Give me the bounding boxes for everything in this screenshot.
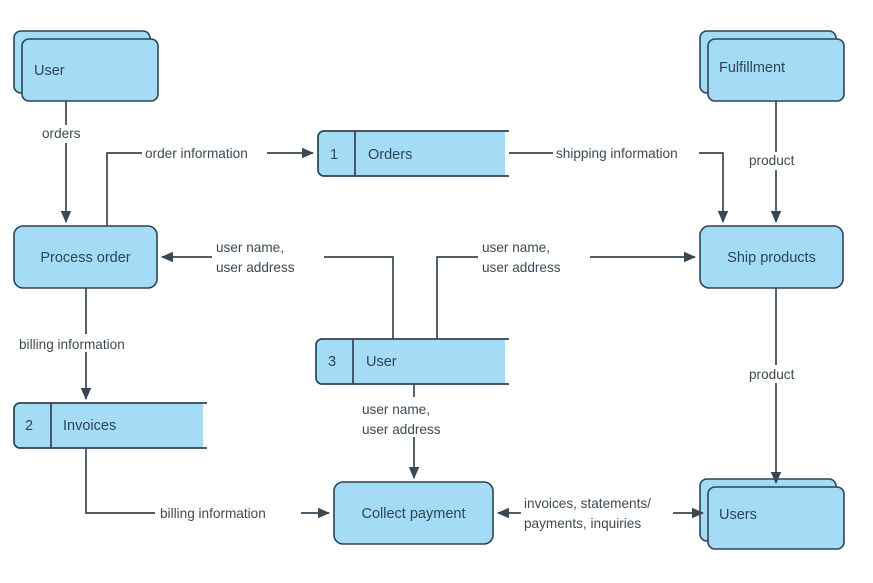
users-entity-front-plate [707, 486, 845, 550]
flow-user-info-right[interactable]: user name, user address [436, 236, 696, 339]
user-entity-label: User [34, 63, 65, 79]
flow-product-users-label-bg [740, 365, 810, 383]
flow-orders-label: orders [42, 126, 81, 141]
ship-products-box [699, 225, 844, 289]
flow-user-info-right-line [436, 251, 696, 339]
flow-shipping-information-label-bg [553, 144, 699, 162]
flow-user-info-right-label-line1: user name, [482, 240, 550, 255]
user-store-top-border [315, 338, 509, 385]
flow-order-information-line [106, 147, 314, 226]
user-store-label: User [366, 354, 397, 370]
flow-user-info-down-label-line2: user address [362, 422, 441, 437]
flow-user-info-left-label-bg [212, 236, 324, 276]
flow-user-info-left-label-line1: user name, [216, 240, 284, 255]
flow-user-info-left-label-line2: user address [216, 260, 295, 275]
flow-billing-to-store-label-bg [16, 334, 158, 352]
flow-invoices-statements[interactable]: invoices, statements/ payments, inquirie… [497, 492, 704, 532]
user-store-fill [316, 339, 505, 384]
orders-store-number: 1 [330, 147, 338, 163]
orders-store-top-border [317, 130, 509, 177]
flow-user-info-left[interactable]: user name, user address [161, 236, 394, 339]
process-ship-products[interactable]: Ship products [699, 225, 844, 289]
flow-billing-to-payment[interactable]: billing information [85, 448, 330, 522]
flow-order-information-label: order information [145, 146, 248, 161]
process-order-label: Process order [40, 250, 130, 266]
invoices-store-label: Invoices [63, 418, 116, 434]
flow-product-fulfillment-label-bg [740, 152, 810, 170]
external-entity-users[interactable]: Users [699, 478, 845, 550]
external-entity-fulfillment[interactable]: Fulfillment [699, 30, 845, 102]
flow-orders-label-bg [30, 125, 96, 143]
flow-product-users-label: product [749, 367, 795, 382]
flow-shipping-information-label: shipping information [556, 146, 678, 161]
flow-order-information[interactable]: order information [106, 144, 314, 226]
flow-product-fulfillment-label: product [749, 153, 795, 168]
users-entity-label: Users [719, 507, 757, 523]
flow-billing-to-payment-label: billing information [160, 506, 266, 521]
ship-products-label: Ship products [727, 250, 816, 266]
external-entity-user[interactable]: User [13, 30, 159, 102]
user-store-number: 3 [328, 354, 336, 370]
fulfillment-entity-label: Fulfillment [719, 60, 785, 76]
orders-store-fill [318, 131, 505, 176]
flow-shipping-information[interactable]: shipping information [509, 144, 729, 223]
collect-payment-box [333, 481, 494, 545]
flow-user-info-right-label-line2: user address [482, 260, 561, 275]
invoices-store-number: 2 [25, 418, 33, 434]
data-store-user[interactable]: 3 User [315, 338, 509, 385]
flow-invoices-statements-label-line2: payments, inquiries [524, 516, 641, 531]
flow-shipping-information-line [509, 152, 729, 223]
flow-invoices-statements-label-line1: invoices, statements/ [524, 496, 651, 511]
process-collect-payment[interactable]: Collect payment [333, 481, 494, 545]
invoices-store-top-border [13, 402, 207, 449]
flow-billing-to-payment-label-bg [155, 504, 301, 522]
data-store-invoices[interactable]: 2 Invoices [13, 402, 207, 449]
flow-billing-to-store-label: billing information [19, 337, 125, 352]
process-process-order[interactable]: Process order [13, 225, 158, 289]
flow-user-info-down-label-bg [358, 397, 470, 437]
flow-user-info-down[interactable]: user name, user address [358, 384, 470, 479]
flow-product-fulfillment[interactable]: product [740, 101, 810, 223]
flow-product-users[interactable]: product [740, 288, 810, 484]
orders-store-label: Orders [368, 147, 412, 163]
data-store-orders[interactable]: 1 Orders [317, 130, 509, 177]
flow-invoices-statements-label-bg [521, 492, 673, 532]
flow-order-information-label-bg [142, 144, 267, 162]
flow-orders[interactable]: orders [30, 101, 96, 223]
flow-billing-to-store[interactable]: billing information [16, 288, 158, 400]
invoices-store-fill [14, 403, 203, 448]
collect-payment-label: Collect payment [362, 506, 466, 522]
flow-billing-to-payment-line [85, 448, 330, 519]
flow-user-info-down-label-line1: user name, [362, 402, 430, 417]
user-entity-front-plate [21, 38, 159, 102]
flow-user-info-right-label-bg [478, 236, 590, 276]
